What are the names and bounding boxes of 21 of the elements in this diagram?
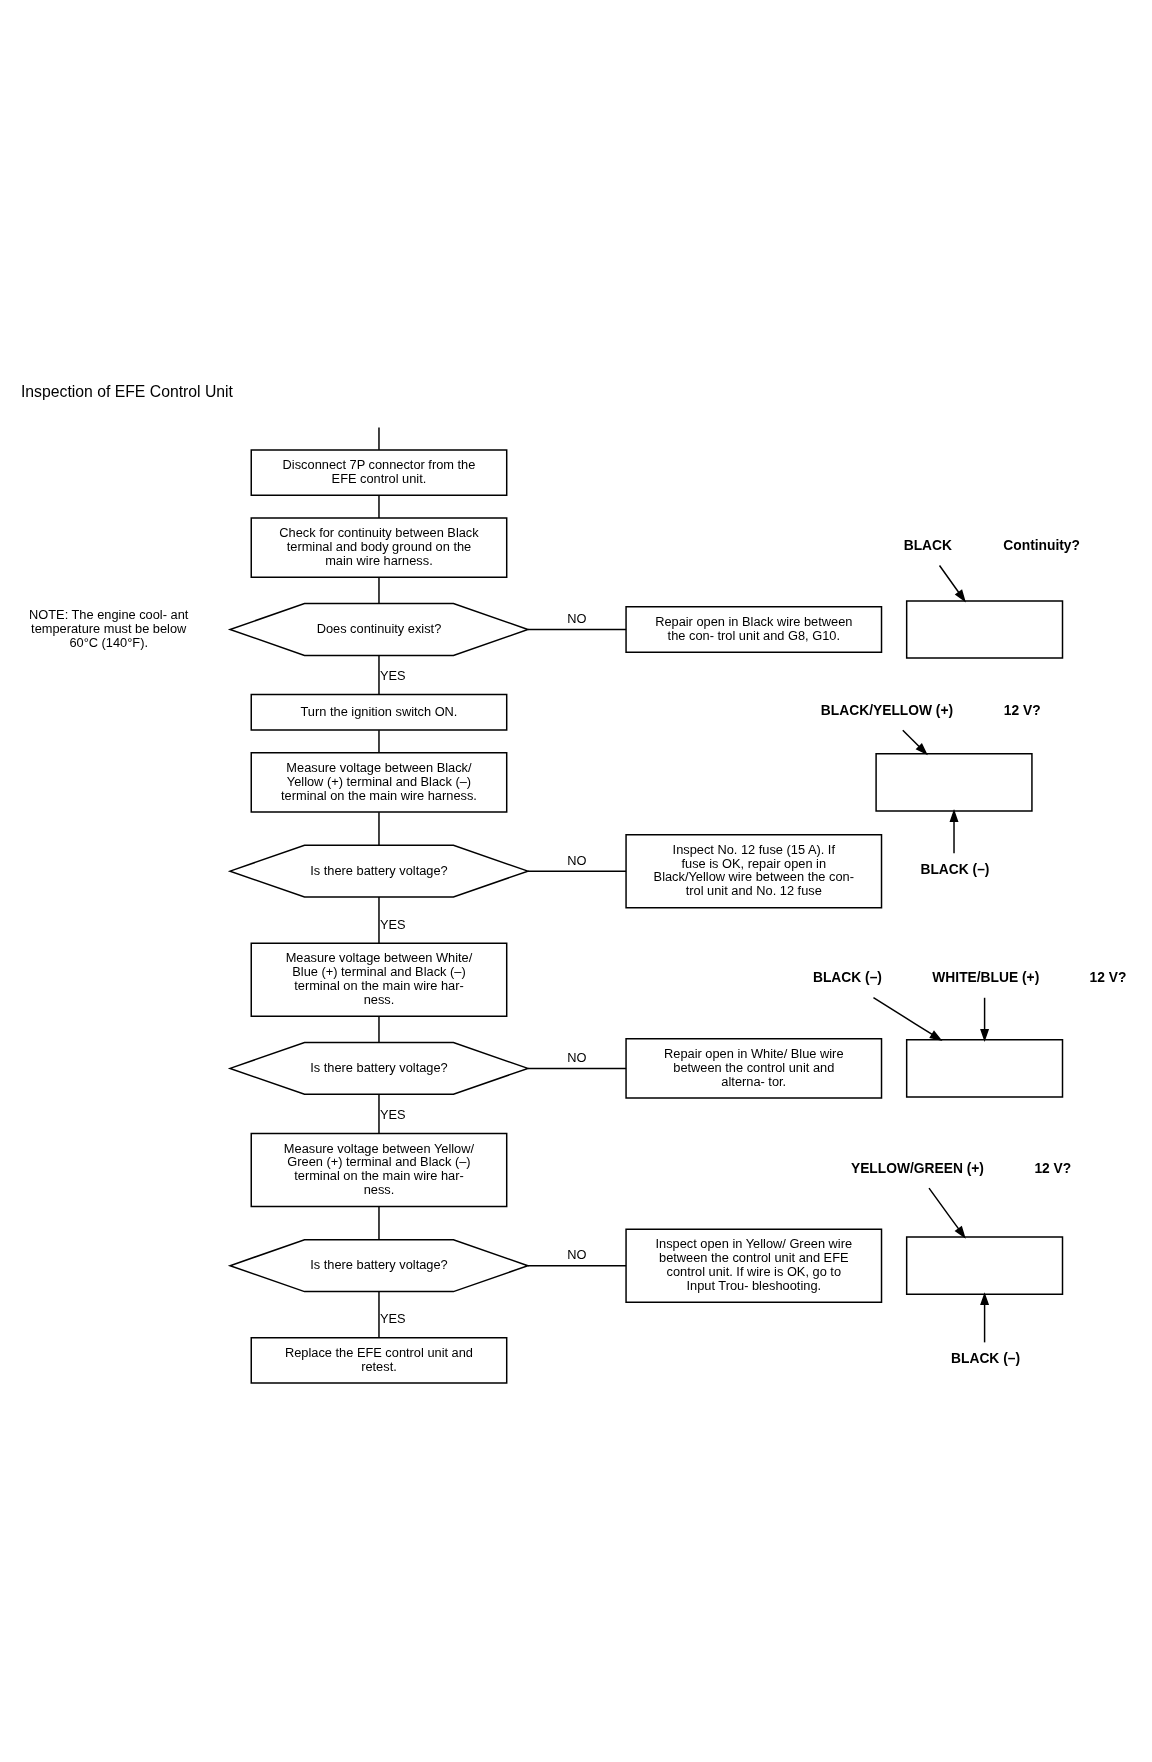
edge-label: YES <box>379 1310 406 1326</box>
edge-label: NO <box>567 852 587 868</box>
node-text: BLACK <box>903 537 953 553</box>
edge-label: YES <box>379 667 406 683</box>
edge-label: NO <box>567 610 587 626</box>
label: NOTE: The engine cool- ant temperature must be below 60°C (140°F). <box>29 606 189 650</box>
node-text: BLACK (–) <box>812 969 882 985</box>
edge-label: YES <box>379 916 406 932</box>
node-text: WHITE/BLUE (+) <box>932 969 1040 985</box>
node-text: YELLOW/GREEN (+) <box>850 1160 984 1176</box>
edge-label: NO <box>567 1246 587 1262</box>
node-text: BLACK (–) <box>920 861 990 877</box>
label: Continuity? <box>1003 537 1080 553</box>
label: 12 V? <box>1003 702 1041 718</box>
label: 12 V? <box>1034 1160 1072 1176</box>
diagram-title: Inspection of EFE Control Unit <box>20 382 233 400</box>
node-text: BLACK/YELLOW (+) <box>820 702 954 718</box>
node-text: BLACK (–) <box>951 1350 1021 1366</box>
label: 12 V? <box>1089 969 1127 985</box>
edge-label: NO <box>567 1049 587 1065</box>
edge-label: YES <box>379 1106 406 1122</box>
